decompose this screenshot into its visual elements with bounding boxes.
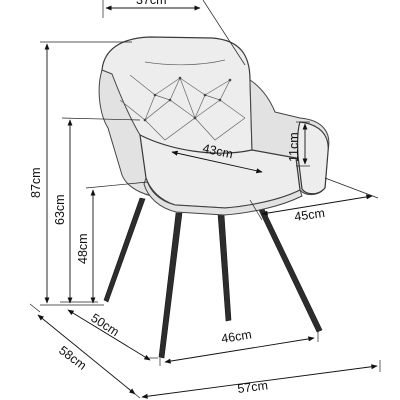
dim-top-width: 37cm xyxy=(102,0,246,66)
label-seat-height: 48cm xyxy=(76,233,90,264)
dim-armrest-depth: 45cm xyxy=(249,177,379,224)
label-seat-depth: 43cm xyxy=(201,141,234,161)
back-right-leg xyxy=(257,206,323,333)
dim-total-width: 57cm xyxy=(141,360,381,399)
label-top-width: 37cm xyxy=(136,0,167,7)
label-armrest-height: 63cm xyxy=(53,194,67,225)
label-base-depth: 58cm xyxy=(56,343,89,373)
label-armrest-depth: 45cm xyxy=(293,206,325,224)
label-armrest-thickness: 11cm xyxy=(287,132,301,162)
label-total-height: 87cm xyxy=(29,167,43,198)
front-right-leg xyxy=(217,213,232,322)
backrest-top-seam xyxy=(144,59,226,66)
label-total-width: 57cm xyxy=(237,378,269,396)
chair-illustration xyxy=(98,36,330,359)
back-left-leg xyxy=(103,197,146,303)
dim-armrest-thickness: 11cm xyxy=(287,121,310,167)
dim-armrest-height: 63cm xyxy=(53,117,141,304)
dim-base-depth: 58cm xyxy=(29,303,141,399)
dim-total-height: 87cm xyxy=(29,41,132,306)
right-armrest-front xyxy=(297,121,329,195)
label-side-depth: 50cm xyxy=(88,311,121,339)
dim-seat-depth: 43cm xyxy=(171,141,263,174)
dim-seat-height: 48cm xyxy=(76,181,149,304)
label-seat-width: 46cm xyxy=(220,327,252,346)
front-left-leg xyxy=(158,212,183,359)
dim-seat-width: 46cm xyxy=(159,327,319,366)
backrest-tufting xyxy=(119,74,246,141)
